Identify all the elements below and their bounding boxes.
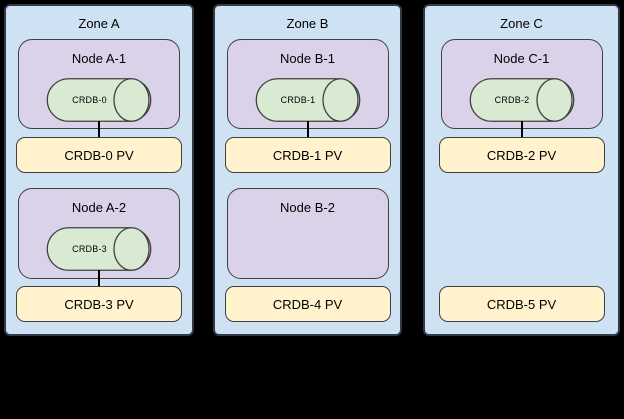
zone-label: Zone C: [500, 16, 543, 31]
disk-cylinder-crdb-1: CRDB-1: [255, 78, 360, 122]
pv-label: CRDB-4 PV: [272, 296, 343, 312]
pv-label: CRDB-3 PV: [64, 296, 134, 312]
cylinder-shape-icon: [255, 78, 360, 122]
pv-box-crdb-0: CRDB-0 PV: [16, 137, 182, 173]
disk-label: CRDB-1: [280, 95, 316, 105]
node-label: Node A-2: [71, 200, 127, 215]
node-c1: Node C-1 CRDB-2: [440, 39, 603, 129]
node-label: Node A-1: [71, 51, 127, 66]
zone-c: Zone C Node C-1 CRDB-2 CRDB-2 PV CRDB-5 …: [423, 4, 620, 336]
pv-label: CRDB-0 PV: [64, 147, 134, 163]
pv-box-crdb-4: CRDB-4 PV: [224, 286, 391, 322]
node-a2: Node A-2 CRDB-3: [18, 188, 180, 279]
node-a1: Node A-1 CRDB-0: [18, 39, 180, 129]
disk-cylinder-crdb-3: CRDB-3: [46, 227, 152, 271]
pv-box-crdb-5: CRDB-5 PV: [438, 286, 605, 322]
pv-box-crdb-3: CRDB-3 PV: [16, 286, 182, 322]
pv-label: CRDB-1 PV: [272, 147, 343, 163]
zone-a: Zone A Node A-1 CRDB-0 CRDB-0 PV Node A-…: [4, 4, 194, 336]
connector-line: [306, 121, 309, 137]
disk-label: CRDB-2: [494, 95, 530, 105]
disk-cylinder-crdb-0: CRDB-0: [46, 78, 152, 122]
node-label: Node B-1: [280, 51, 335, 66]
pv-label: CRDB-2 PV: [486, 147, 557, 163]
zone-b: Zone B Node B-1 CRDB-1 CRDB-1 PV Node B-…: [213, 4, 402, 336]
connector-line: [98, 270, 100, 286]
connector-line: [98, 121, 100, 137]
pv-box-crdb-2: CRDB-2 PV: [438, 137, 605, 173]
node-label: Node B-2: [280, 200, 335, 215]
disk-label: CRDB-3: [72, 244, 107, 254]
pv-label: CRDB-5 PV: [486, 296, 557, 312]
disk-label: CRDB-0: [72, 95, 107, 105]
node-label: Node C-1: [493, 51, 550, 66]
node-b2: Node B-2: [226, 188, 389, 279]
zone-label: Zone B: [286, 16, 329, 31]
zone-label: Zone A: [78, 16, 120, 31]
cylinder-shape-icon: [46, 227, 152, 271]
disk-cylinder-crdb-2: CRDB-2: [469, 78, 574, 122]
connector-line: [520, 121, 523, 137]
cylinder-shape-icon: [46, 78, 152, 122]
pv-box-crdb-1: CRDB-1 PV: [224, 137, 391, 173]
cylinder-shape-icon: [469, 78, 574, 122]
node-b1: Node B-1 CRDB-1: [226, 39, 389, 129]
